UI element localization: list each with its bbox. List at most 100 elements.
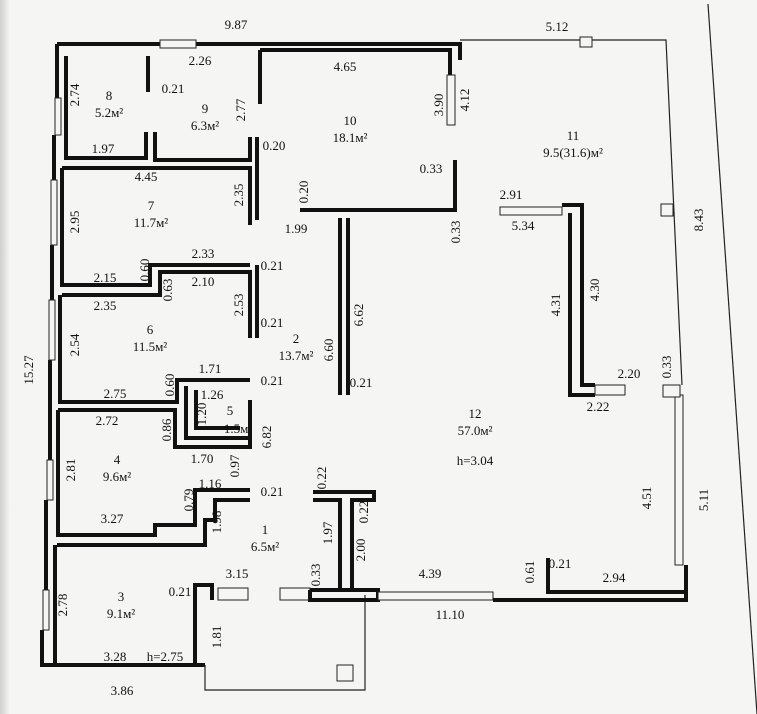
dimension-label: 3.27 bbox=[101, 511, 124, 526]
dimension-label: 0.21 bbox=[169, 584, 192, 599]
dimension-label: 6.60 bbox=[321, 339, 336, 362]
dimension-label: 2.94 bbox=[603, 570, 626, 585]
dimension-label: 2.26 bbox=[189, 53, 212, 68]
room-area: 9.6м² bbox=[103, 469, 131, 484]
room-area: 9.1м² bbox=[107, 606, 135, 621]
dimension-label: 1.70 bbox=[191, 451, 214, 466]
dimension-label: 3.90 bbox=[431, 94, 446, 117]
dimension-label: 2.95 bbox=[67, 211, 82, 234]
dimension-label: 1.99 bbox=[285, 221, 308, 236]
dimension-label: 2.53 bbox=[231, 294, 246, 317]
room-number: 4 bbox=[114, 452, 121, 467]
dimension-label: 4.51 bbox=[639, 487, 654, 510]
dimension-label: 2.22 bbox=[587, 399, 610, 414]
room-number: 7 bbox=[148, 198, 155, 213]
dimension-label: 0.79 bbox=[181, 489, 196, 512]
dimension-label: 2.00 bbox=[353, 539, 368, 562]
dimension-label: 2.35 bbox=[94, 298, 117, 313]
dimension-label: 1.26 bbox=[201, 387, 224, 402]
dimension-label: 1.16 bbox=[199, 476, 222, 491]
room-area: 57.0м² bbox=[458, 423, 493, 438]
dimension-label: 2.20 bbox=[618, 366, 641, 381]
dimension-label: 4.31 bbox=[548, 294, 563, 317]
dimension-label: 0.63 bbox=[160, 279, 175, 302]
room-number: 9 bbox=[202, 101, 209, 116]
dimension-label: 4.30 bbox=[587, 279, 602, 302]
dimension-label: 2.91 bbox=[500, 187, 523, 202]
dimension-label: 2.75 bbox=[104, 386, 127, 401]
room-area: 13.7м² bbox=[279, 348, 314, 363]
dimension-label: 0.33 bbox=[659, 356, 674, 379]
dimension-label: 0.33 bbox=[420, 161, 443, 176]
dimension-label: 9.87 bbox=[225, 17, 248, 32]
dimension-label: 5.11 bbox=[696, 489, 711, 511]
dimension-label: 4.12 bbox=[457, 89, 472, 112]
dimension-label: 2.35 bbox=[231, 184, 246, 207]
dimension-label: 2.15 bbox=[94, 270, 117, 285]
dimension-label: 0.97 bbox=[227, 454, 242, 477]
room-area: 11.7м² bbox=[134, 215, 168, 230]
dimension-label: 6.62 bbox=[351, 304, 366, 327]
dimension-label: 4.45 bbox=[135, 169, 158, 184]
dimension-label: 2.81 bbox=[63, 459, 78, 482]
dimension-label: 0.21 bbox=[261, 258, 284, 273]
dimension-label: 1.20 bbox=[194, 403, 209, 426]
dimension-label: 2.10 bbox=[192, 274, 215, 289]
dimension-label: 0.86 bbox=[159, 418, 174, 441]
room-area: 5.2м² bbox=[95, 105, 123, 120]
room-number: 8 bbox=[106, 88, 113, 103]
dimension-label: 2.78 bbox=[55, 594, 70, 617]
dimension-label: 1.98 bbox=[209, 511, 224, 534]
dimension-label: 5.34 bbox=[512, 218, 535, 233]
dimension-label: 3.86 bbox=[111, 683, 134, 698]
dimension-label: 0.22 bbox=[356, 501, 371, 524]
room-number: 12 bbox=[469, 406, 482, 421]
room-area: 6.5м² bbox=[251, 539, 279, 554]
dimension-label: 3.15 bbox=[226, 566, 249, 581]
dimension-label: 0.61 bbox=[522, 561, 537, 584]
dimension-label: 8.43 bbox=[691, 209, 706, 232]
dimension-label: 2.54 bbox=[67, 333, 82, 356]
dimension-label: 3.28 bbox=[104, 649, 127, 664]
dimension-label: 15.27 bbox=[21, 355, 36, 385]
dimension-label: 0.33 bbox=[308, 564, 323, 587]
ceiling-height-label: h=2.75 bbox=[147, 649, 184, 664]
ceiling-height-label: h=3.04 bbox=[457, 453, 494, 468]
room-number: 5 bbox=[227, 403, 234, 418]
dimension-label: 4.39 bbox=[419, 566, 442, 581]
room-number: 2 bbox=[293, 331, 300, 346]
dimension-label: 1.71 bbox=[199, 361, 222, 376]
room-number: 3 bbox=[118, 589, 125, 604]
dimension-label: 2.77 bbox=[233, 98, 248, 121]
dimension-label: 5.12 bbox=[546, 19, 569, 34]
dimension-label: 0.20 bbox=[296, 181, 311, 204]
dimension-label: 1.81 bbox=[209, 626, 224, 649]
dimension-label: 2.72 bbox=[96, 413, 119, 428]
room-number: 11 bbox=[567, 128, 580, 143]
dimension-label: 0.21 bbox=[350, 375, 373, 390]
room-number: 6 bbox=[147, 322, 154, 337]
room-area: 9.5(31.6)м² bbox=[543, 145, 603, 160]
dimension-label: 1.97 bbox=[320, 521, 335, 544]
dimension-label: 0.21 bbox=[261, 373, 284, 388]
walls bbox=[40, 3, 757, 714]
dimension-label: 0.21 bbox=[261, 484, 284, 499]
room-area: 18.1м² bbox=[333, 130, 368, 145]
dimension-label: 6.82 bbox=[259, 426, 274, 449]
dimension-label: 0.20 bbox=[263, 138, 286, 153]
dimension-label: 0.33 bbox=[448, 221, 463, 244]
dimension-label: 0.60 bbox=[162, 374, 177, 397]
dimension-label: 0.22 bbox=[314, 467, 329, 490]
room-area: 11.5м² bbox=[133, 339, 167, 354]
room-number: 1 bbox=[262, 522, 269, 537]
dimension-label: 0.21 bbox=[261, 315, 284, 330]
room-number: 10 bbox=[344, 113, 357, 128]
room-area: 1.5м² bbox=[224, 421, 252, 436]
dimension-label: 2.33 bbox=[192, 246, 215, 261]
room-area: 6.3м² bbox=[191, 118, 219, 133]
dimension-label: 4.65 bbox=[334, 59, 357, 74]
